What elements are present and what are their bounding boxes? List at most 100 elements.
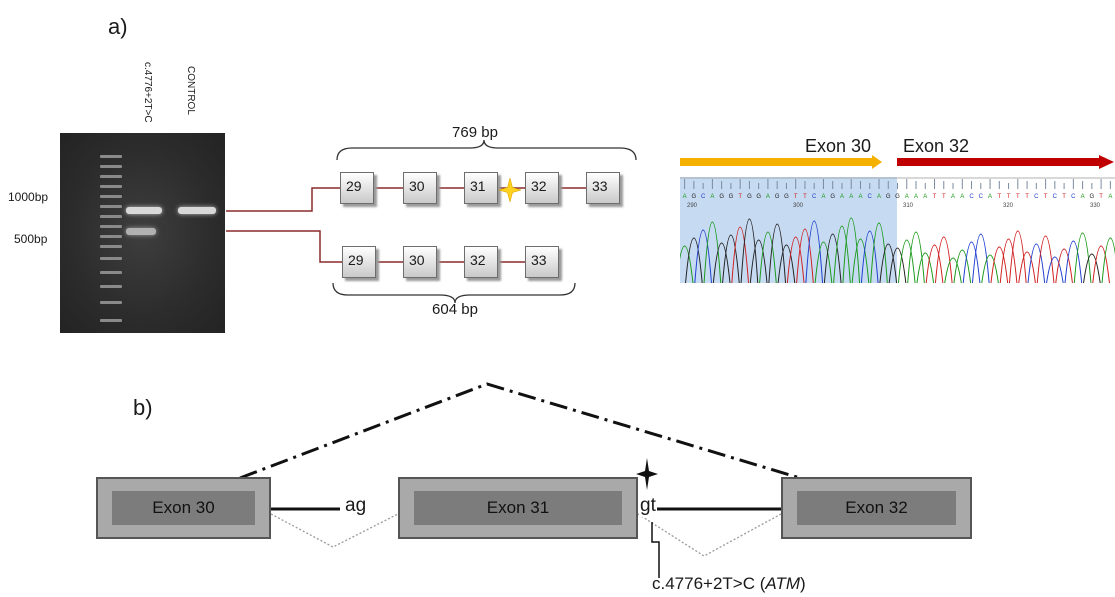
trace-peak [925, 244, 944, 284]
trace-peak [971, 233, 990, 284]
bottom-exon-33: 33 [525, 246, 559, 278]
sequence-position-label: 290 [687, 203, 698, 209]
trace-peak [907, 231, 925, 284]
trace-peak [860, 230, 879, 284]
mutant-lower-band [126, 228, 156, 235]
sequence-base: C [1053, 194, 1058, 200]
normal-splice-left [270, 513, 399, 548]
sequence-base: T [1016, 194, 1020, 200]
variant-pointer [651, 522, 660, 578]
sequence-base: T [1007, 194, 1011, 200]
variant-annotation: c.4776+2T>C (ATM) [652, 574, 806, 594]
trace-peak [722, 234, 740, 284]
mutation-star-icon [499, 178, 521, 202]
top-product-size: 769 bp [452, 124, 498, 141]
sequence-base: G [895, 194, 900, 200]
trace-peak [1027, 243, 1046, 284]
sequence-base: T [942, 194, 946, 200]
sequence-base: T [1099, 194, 1103, 200]
trace-peak [694, 229, 712, 284]
sequence-base: T [1025, 194, 1029, 200]
exon-30-highlight [680, 177, 897, 283]
sequence-base: A [914, 194, 918, 200]
bottom-exon-29: 29 [342, 246, 376, 278]
trace-peak [897, 239, 916, 284]
control-band [178, 207, 216, 214]
exon-32-arrow [897, 155, 1114, 169]
sequence-base: A [821, 194, 825, 200]
top-exon-32: 32 [525, 172, 559, 204]
trace-peak [1008, 230, 1027, 284]
trace-peak [981, 254, 999, 284]
sequence-position-label: 300 [793, 203, 804, 209]
trace-peak [796, 228, 814, 284]
exon-32-block: Exon 32 [781, 477, 972, 539]
trace-peak [685, 237, 703, 284]
sequence-base: G [747, 194, 752, 200]
exon-30-arrow [680, 155, 882, 169]
trace-peak [916, 252, 935, 284]
trace-peak [879, 243, 898, 284]
sequence-base: A [858, 194, 862, 200]
sequence-base: C [979, 194, 984, 200]
acceptor-site: ag [343, 495, 369, 517]
variant-suffix: ) [800, 574, 806, 593]
trace-peak [999, 238, 1018, 284]
trace-peak [814, 241, 833, 284]
trace-peak [962, 241, 981, 284]
bottom-exon-30: 30 [403, 246, 437, 278]
trace-peak [805, 220, 824, 284]
trace-peak [768, 223, 787, 284]
trace-peak [1092, 245, 1110, 284]
trace-peak [1073, 232, 1092, 284]
trace-peak [953, 249, 972, 284]
top-exon-30: 30 [403, 172, 437, 204]
sequence-position-label: 310 [903, 203, 914, 209]
trace-peak [1046, 256, 1064, 284]
sequence-base: A [988, 194, 992, 200]
trace-peak [1083, 253, 1101, 284]
sequence-base: A [683, 194, 687, 200]
sequence-base: T [997, 194, 1001, 200]
top-exon-33: 33 [586, 172, 620, 204]
sequence-base: C [868, 194, 873, 200]
trace-peak [1101, 237, 1115, 284]
sequence-base: C [1071, 194, 1076, 200]
sequence-base: T [1044, 194, 1048, 200]
trace-peak [870, 222, 888, 284]
trace-peak [842, 217, 861, 284]
sequence-base: G [775, 194, 780, 200]
marker-500bp: 500bp [14, 232, 48, 246]
sequence-base: A [710, 194, 714, 200]
gene-name: ATM [765, 574, 801, 593]
sequence-base: G [756, 194, 761, 200]
trace-peak [833, 225, 851, 284]
bottom-product-size: 604 bp [432, 301, 478, 318]
trace-peak [990, 246, 1009, 284]
trace-peak [1036, 235, 1055, 284]
sequence-position-label: 330 [1090, 203, 1101, 209]
sequence-base: A [766, 194, 770, 200]
agarose-gel-image [60, 133, 225, 333]
panel-b-label: b) [133, 395, 153, 420]
trace-peak [703, 221, 722, 284]
trace-peak [1055, 248, 1073, 284]
sequence-base: A [951, 194, 955, 200]
sequence-base: T [1062, 194, 1066, 200]
top-exon-29: 29 [340, 172, 374, 204]
trace-peak [777, 244, 796, 284]
bottom-transcript-line [226, 230, 342, 263]
marker-1000bp: 1000bp [8, 190, 49, 204]
trace-peak [786, 236, 805, 284]
sequence-base: A [877, 194, 881, 200]
sequence-base: G [719, 194, 724, 200]
top-exon-31: 31 [464, 172, 498, 204]
donor-site: gt [639, 495, 657, 517]
trace-peak [1018, 251, 1036, 284]
trace-peak [731, 226, 749, 284]
top-brace [336, 139, 637, 161]
trace-peak [823, 233, 842, 284]
trace-peak [712, 242, 731, 284]
